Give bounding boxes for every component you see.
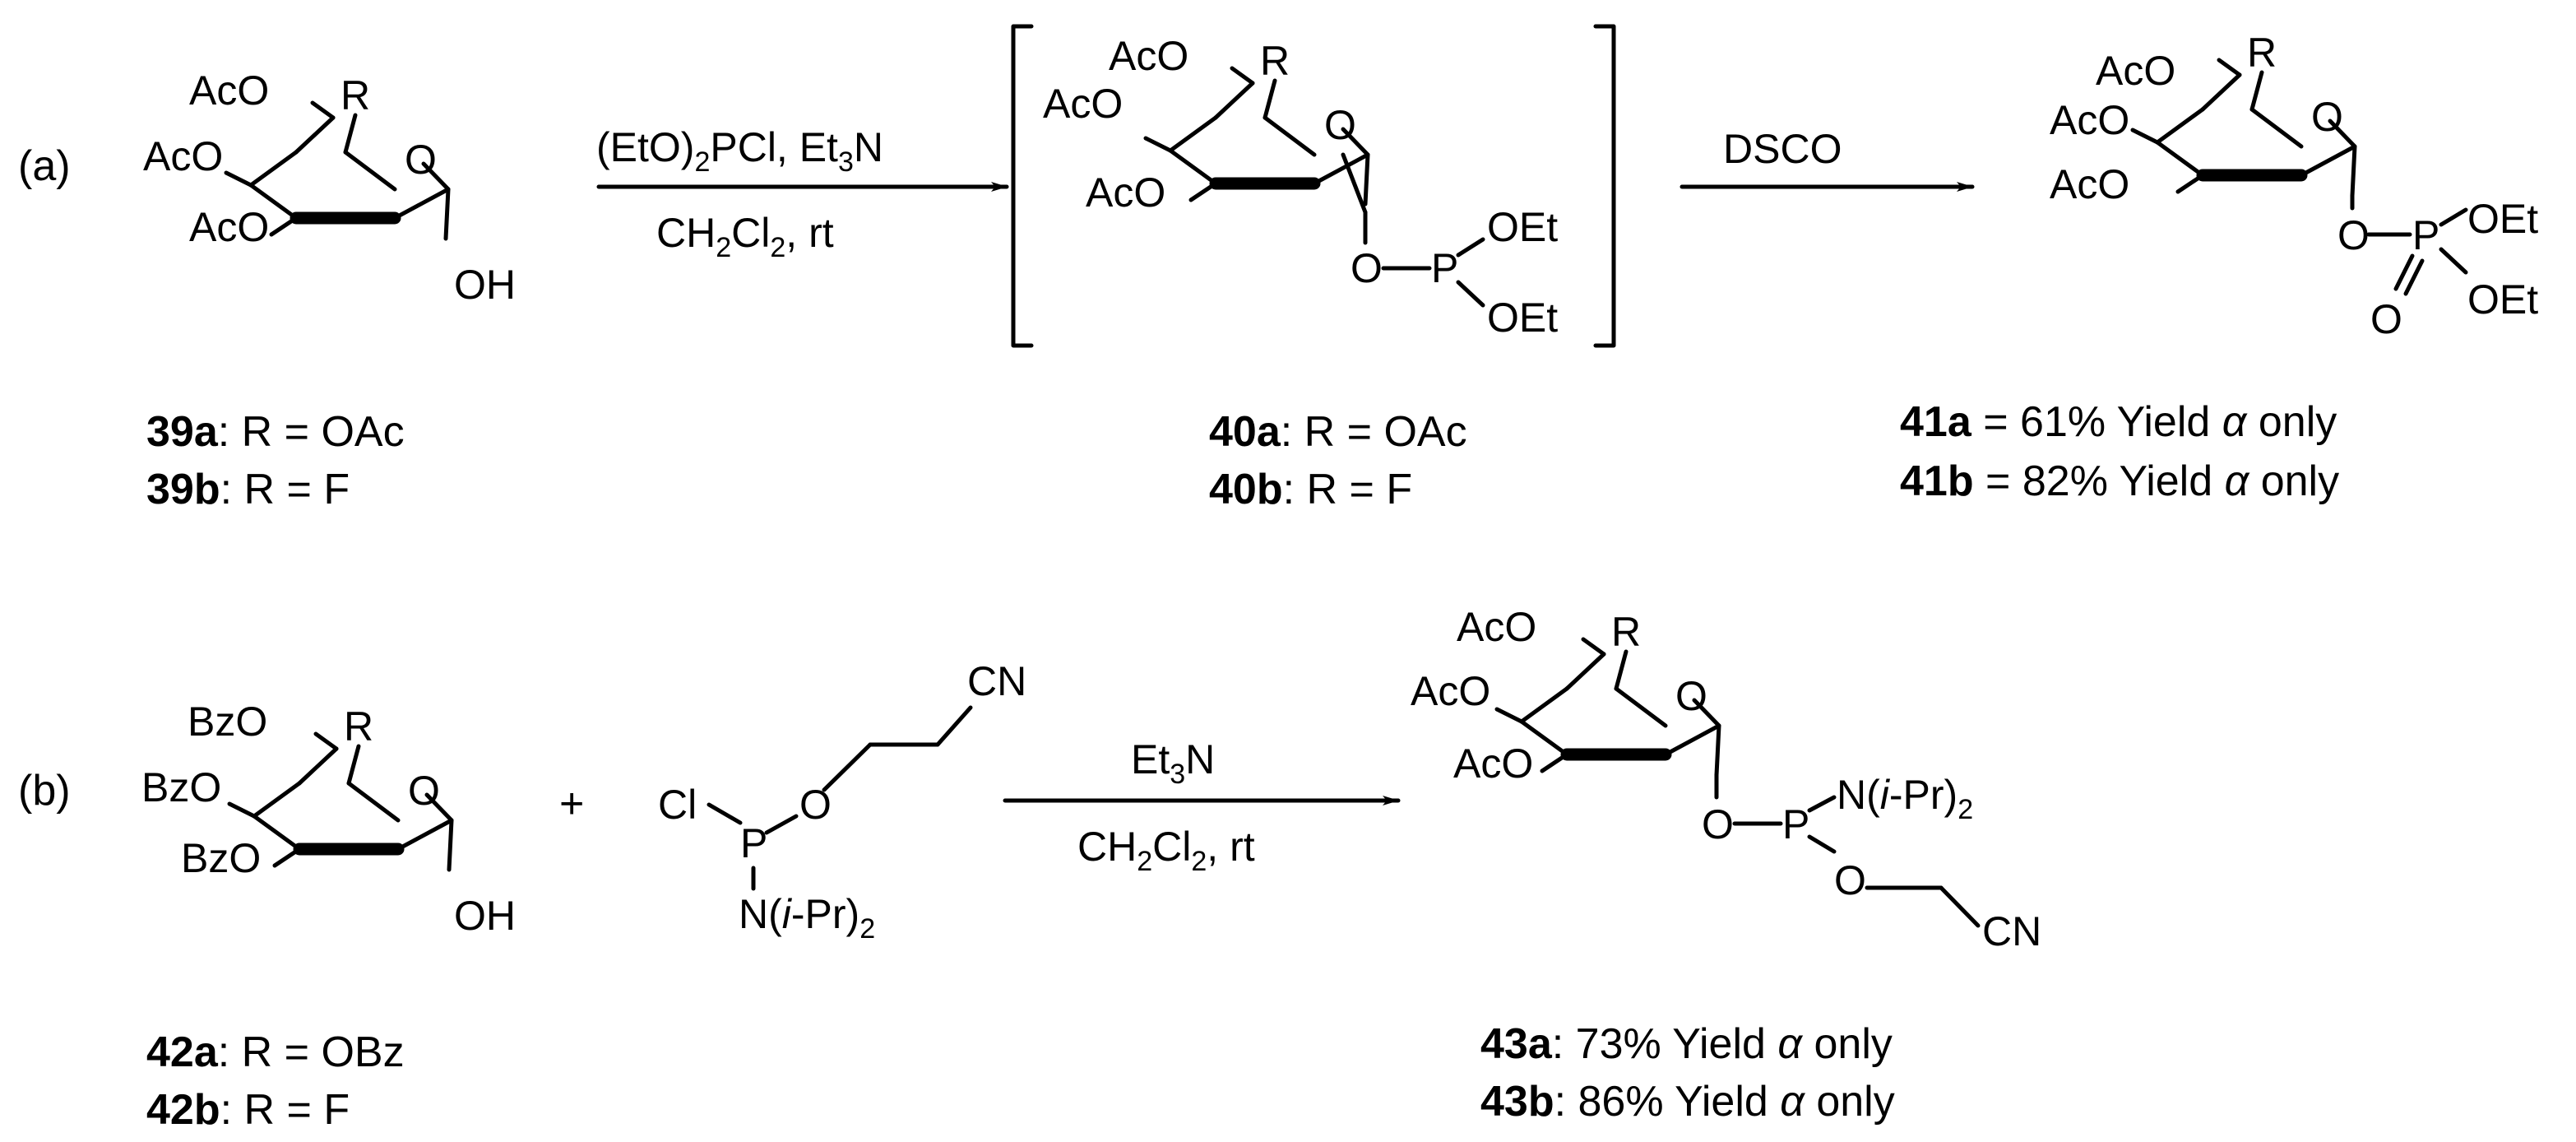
caption-39a: 39a: R = OAc [146,408,405,456]
hydroxyl: OH [454,262,516,308]
acetate-6: AcO [2096,48,2175,94]
reagent-p: P [740,820,767,866]
chloro: Cl [658,782,697,828]
acetate-6: AcO [1109,33,1188,79]
acetate-4: AcO [1411,668,1490,714]
product-o: O [1702,801,1734,847]
ethoxy-1: OEt [2467,196,2538,242]
phosphoramidite-reagent: Cl P O CN N(i-Pr)2 [658,658,1026,945]
acetate-4: AcO [1043,81,1123,127]
ring-oxygen: O [408,768,440,814]
ethoxy-2: OEt [1487,295,1558,341]
acetate-3: AcO [2050,161,2129,207]
caption-40b: 40b: R = F [1209,466,1412,513]
ring-oxygen: O [405,137,437,183]
caption-42b: 42b: R = F [146,1086,350,1134]
phosphite-o: O [1351,245,1383,291]
acetate-3: AcO [1453,740,1533,787]
ring-oxygen: O [1675,673,1707,719]
caption-39b: 39b: R = F [146,466,350,513]
compound-41: R O AcO AcO AcO O P OEt OEt O [2050,30,2538,342]
scheme-a-tag: (a) [18,142,71,190]
ring-oxygen: O [2311,94,2343,140]
caption-41b: 41b = 82% Yield α only [1900,457,2339,505]
caption-42a: 42a: R = OBz [146,1028,405,1076]
compound-42: R O BzO BzO BzO OH [141,699,516,939]
product-nitrile: CN [1982,908,2041,954]
ring-oxygen: O [1324,102,1356,148]
caption-43b: 43b: 86% Yield α only [1480,1078,1895,1126]
acetate-3: AcO [189,204,269,250]
compound-43: R O AcO AcO AcO O P N(i-Pr)2 O CN [1411,604,2041,954]
left-bracket [1011,24,1034,348]
ring-r-label: R [341,72,370,118]
phosphoryl-o: O [2370,296,2402,342]
stepb-conditions-below: CH2Cl2, rt [1077,824,1255,877]
phosphite-p: P [1431,245,1458,291]
benzoate-3: BzO [181,835,261,881]
step1-conditions-below: CH2Cl2, rt [656,210,834,263]
product-p: P [1782,801,1809,847]
reagent-amine: N(i-Pr)2 [739,891,875,945]
right-bracket [1593,24,1616,348]
plus-sign: + [559,780,584,828]
phosphate-p: P [2412,212,2439,258]
phosphate-o: O [2337,212,2370,258]
acetate-4: AcO [2050,97,2129,143]
caption-41a: 41a = 61% Yield α only [1900,398,2337,446]
scheme-b-tag: (b) [18,767,71,815]
ring-r-label: R [344,703,373,750]
acetate-6: AcO [189,67,269,114]
ring-r-label: R [1611,609,1641,655]
ring-r-label: R [1260,38,1290,84]
hydroxyl: OH [454,893,516,939]
product-amine: N(i-Pr)2 [1837,772,1973,825]
acetate-3: AcO [1086,169,1165,216]
product-o2: O [1834,857,1866,903]
step1-conditions-above: (EtO)2PCl, Et3N [596,124,883,178]
step2-conditions-above: DSCO [1723,126,1842,172]
acetate-6: AcO [1457,604,1536,650]
caption-40a: 40a: R = OAc [1209,408,1467,456]
benzoate-4: BzO [141,764,221,810]
ring-r-label: R [2247,30,2277,76]
acetate-4: AcO [143,133,223,179]
caption-43a: 43a: 73% Yield α only [1480,1020,1893,1068]
ethoxy-1: OEt [1487,204,1558,250]
stepb-conditions-above: Et3N [1131,736,1215,790]
reagent-nitrile: CN [967,658,1026,704]
ethoxy-2: OEt [2467,276,2538,323]
compound-39: R O AcO AcO AcO OH [143,67,516,308]
benzoate-6: BzO [188,699,267,745]
compound-40: R O AcO AcO AcO O P OEt OEt [1043,33,1558,341]
